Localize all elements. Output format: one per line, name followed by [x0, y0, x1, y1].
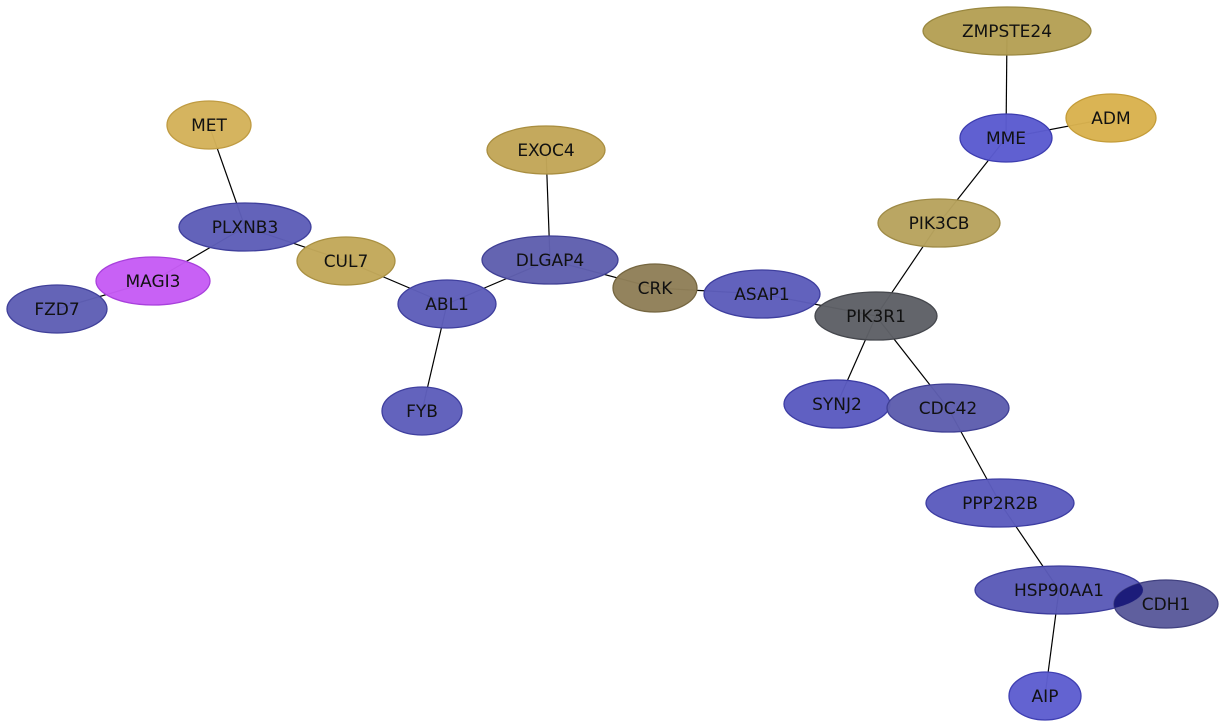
node-shape-pik3r1	[814, 291, 938, 341]
node-pik3r1[interactable]: PIK3R1	[814, 291, 938, 341]
node-hsp90aa1[interactable]: HSP90AA1	[974, 565, 1144, 615]
node-met[interactable]: MET	[166, 100, 252, 150]
node-plxnb3[interactable]: PLXNB3	[178, 202, 312, 252]
node-label-met: MET	[191, 116, 227, 136]
node-dlgap4[interactable]: DLGAP4	[481, 235, 619, 285]
node-shape-aip	[1008, 671, 1082, 721]
node-cul7[interactable]: CUL7	[296, 236, 396, 286]
node-shape-fyb	[381, 386, 463, 436]
node-label-exoc4: EXOC4	[517, 141, 574, 161]
node-fyb[interactable]: FYB	[381, 386, 463, 436]
node-shape-exoc4	[486, 125, 606, 175]
node-magi3[interactable]: MAGI3	[95, 256, 211, 306]
node-exoc4[interactable]: EXOC4	[486, 125, 606, 175]
node-pik3cb[interactable]: PIK3CB	[877, 198, 1001, 248]
node-shape-crk	[612, 263, 698, 313]
node-zmpste24[interactable]: ZMPSTE24	[922, 6, 1092, 56]
node-label-abl1: ABL1	[425, 295, 469, 315]
node-shape-ppp2r2b	[925, 478, 1075, 528]
node-label-aip: AIP	[1032, 687, 1059, 707]
node-shape-cul7	[296, 236, 396, 286]
node-label-magi3: MAGI3	[125, 272, 180, 292]
node-shape-fzd7	[6, 284, 108, 334]
node-shape-adm	[1065, 93, 1157, 143]
node-shape-magi3	[95, 256, 211, 306]
node-label-synj2: SYNJ2	[812, 395, 862, 415]
node-synj2[interactable]: SYNJ2	[783, 379, 891, 429]
node-label-pik3cb: PIK3CB	[909, 214, 970, 234]
node-abl1[interactable]: ABL1	[397, 279, 497, 329]
node-ppp2r2b[interactable]: PPP2R2B	[925, 478, 1075, 528]
node-label-fyb: FYB	[406, 402, 438, 422]
node-label-asap1: ASAP1	[734, 285, 789, 305]
node-shape-mme	[959, 113, 1053, 163]
node-shape-met	[166, 100, 252, 150]
node-label-plxnb3: PLXNB3	[212, 218, 279, 238]
node-label-crk: CRK	[638, 279, 674, 299]
node-asap1[interactable]: ASAP1	[703, 269, 821, 319]
node-aip[interactable]: AIP	[1008, 671, 1082, 721]
node-crk[interactable]: CRK	[612, 263, 698, 313]
node-shape-asap1	[703, 269, 821, 319]
node-label-fzd7: FZD7	[34, 300, 79, 320]
node-shape-abl1	[397, 279, 497, 329]
node-label-dlgap4: DLGAP4	[516, 251, 584, 271]
node-fzd7[interactable]: FZD7	[6, 284, 108, 334]
node-shape-pik3cb	[877, 198, 1001, 248]
node-mme[interactable]: MME	[959, 113, 1053, 163]
node-shape-dlgap4	[481, 235, 619, 285]
node-label-cdh1: CDH1	[1142, 595, 1191, 615]
node-label-cdc42: CDC42	[919, 399, 977, 419]
node-label-ppp2r2b: PPP2R2B	[962, 494, 1038, 514]
node-label-pik3r1: PIK3R1	[846, 307, 906, 327]
node-cdc42[interactable]: CDC42	[886, 383, 1010, 433]
node-shape-zmpste24	[922, 6, 1092, 56]
node-shape-cdc42	[886, 383, 1010, 433]
node-label-hsp90aa1: HSP90AA1	[1014, 581, 1104, 601]
node-shape-plxnb3	[178, 202, 312, 252]
node-label-mme: MME	[986, 129, 1026, 149]
node-label-adm: ADM	[1091, 109, 1130, 129]
node-label-zmpste24: ZMPSTE24	[962, 22, 1052, 42]
node-adm[interactable]: ADM	[1065, 93, 1157, 143]
node-label-cul7: CUL7	[324, 252, 369, 272]
node-overlap-hsp90aa1-cdh1	[1114, 580, 1143, 614]
